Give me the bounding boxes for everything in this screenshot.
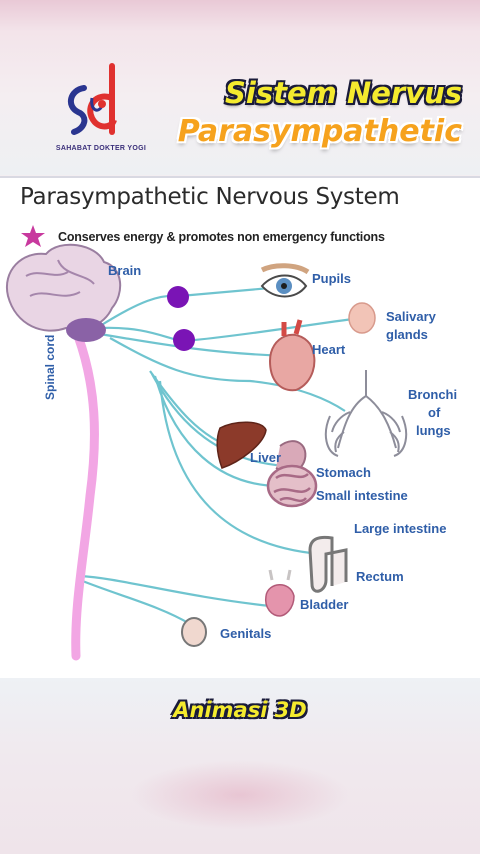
label-small-intestine: Small intestine [316,488,408,503]
small-intestine-icon [266,464,318,508]
eye-icon [260,263,310,298]
label-liver: Liver [250,450,282,465]
title-line-1: Sistem Nervus [225,76,462,110]
star-icon [21,225,45,247]
large-intestine-icon [308,535,348,593]
diagram-illustration [5,243,408,661]
title-line-2: Parasympathetic [177,114,462,149]
label-bronchi-1: Bronchi [408,387,458,402]
genitals-icon [181,617,207,647]
ganglion-1-icon [167,286,189,308]
label-salivary-1: Salivary [386,309,436,324]
label-large-intestine: Large intestine [354,521,447,536]
label-brain: Brain [108,263,142,278]
label-salivary-2: glands [386,327,428,342]
diagram-title: Parasympathetic Nervous System [20,184,400,210]
diagram-subtitle: Conserves energy & promotes non emergenc… [58,230,385,244]
label-stomach: Stomach [316,465,371,480]
label-genitals: Genitals [220,626,272,641]
label-spinal-cord: Spinal cord [43,334,57,400]
logo-text: SAHABAT DOKTER YOGI [55,145,147,152]
label-bronchi-2: of [428,405,441,420]
brain-icon [5,243,122,342]
label-heart: Heart [312,342,346,357]
logo-icon [67,63,117,135]
nerve-lines [79,286,361,625]
bladder-icon [264,569,295,617]
label-bladder: Bladder [300,597,349,612]
ganglion-2-icon [173,329,195,351]
label-rectum: Rectum [356,569,404,584]
label-bronchi-3: lungs [416,423,451,438]
liver-icon [216,421,267,469]
footer-blur [130,760,350,830]
heart-icon [268,319,316,392]
label-pupils: Pupils [312,271,352,286]
spinal-cord [71,331,99,661]
footer-caption: Animasi 3D [173,698,307,722]
salivary-gland-icon [348,302,376,334]
lungs-icon [324,370,408,457]
